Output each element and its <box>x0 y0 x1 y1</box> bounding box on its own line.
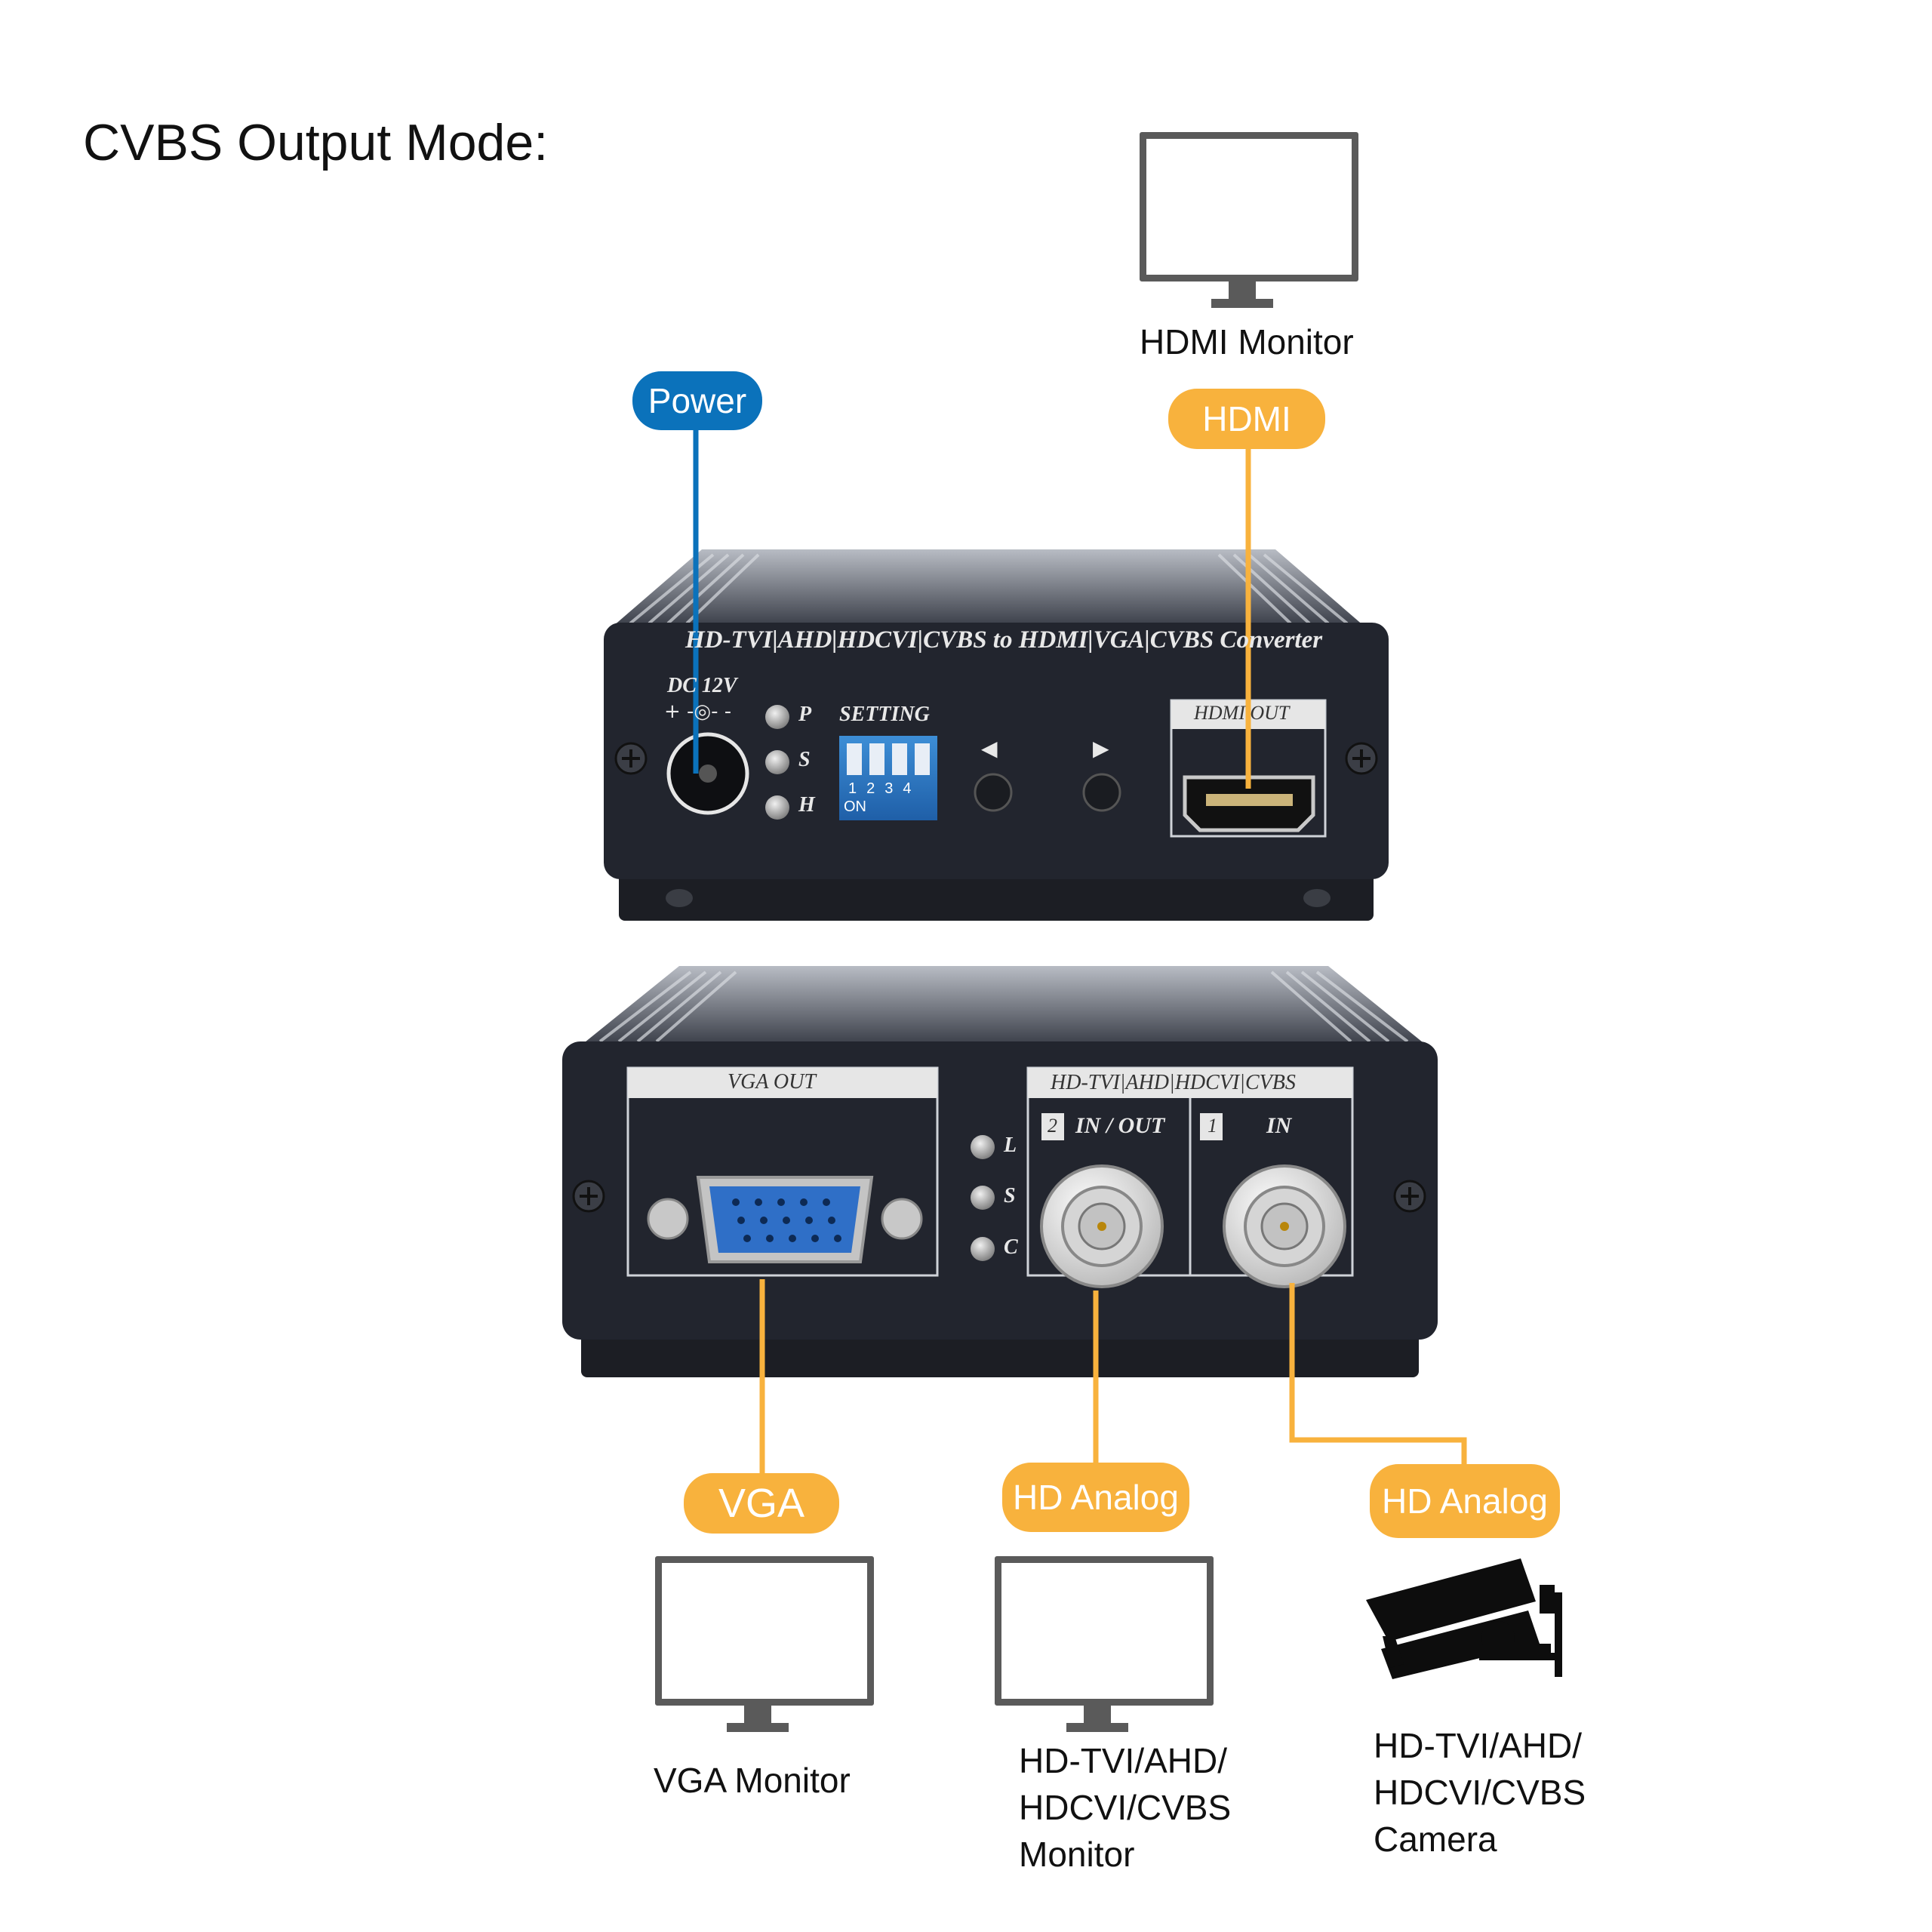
front-unit <box>604 549 1389 921</box>
dip-number-4: 4 <box>903 780 912 797</box>
camera-icon <box>1366 1558 1562 1679</box>
led-h-label: H <box>798 793 815 817</box>
led-l-label: L <box>1004 1134 1017 1157</box>
front-panel-header: HD-TVI|AHD|HDCVI|CVBS to HDMI|VGA|CVBS C… <box>685 626 1323 654</box>
analog-monitor-label-line3: Monitor <box>1019 1835 1135 1874</box>
polarity-label: + -◎- - <box>664 700 732 723</box>
vga-monitor-label: VGA Monitor <box>654 1761 851 1800</box>
dip-number-1: 1 <box>848 780 857 797</box>
dip-2 <box>869 743 884 775</box>
analog-in-line <box>1289 1283 1467 1468</box>
led-p-label: P <box>798 703 812 726</box>
right-arrow-icon: ▶ <box>1093 737 1109 760</box>
page-title: CVBS Output Mode: <box>83 114 549 171</box>
dip-3 <box>892 743 907 775</box>
analog-monitor-label: HD-TVI/AHD/ HDCVI/CVBS Monitor <box>1019 1737 1231 1878</box>
port2-number: 2 <box>1048 1115 1057 1137</box>
left-button <box>974 773 1013 812</box>
hd-analog-in-callout: HD Analog <box>1370 1464 1560 1538</box>
right-button <box>1082 773 1121 812</box>
port1-label: IN <box>1266 1113 1292 1138</box>
rear-flange <box>581 1332 1419 1377</box>
dip-on-label: ON <box>844 798 866 815</box>
dc-label: DC 12V <box>667 674 737 697</box>
camera-label-line1: HD-TVI/AHD/ <box>1374 1726 1582 1765</box>
left-arrow-icon: ◀ <box>981 737 998 760</box>
dip-4 <box>915 743 930 775</box>
analog-monitor-label-line1: HD-TVI/AHD/ <box>1019 1741 1227 1780</box>
vga-callout: VGA <box>684 1473 839 1534</box>
connector-lines <box>693 430 1467 1475</box>
rear-unit <box>562 966 1438 1377</box>
hdmi-monitor-label: HDMI Monitor <box>1140 322 1354 361</box>
front-flange <box>619 868 1374 921</box>
setting-label: SETTING <box>839 703 930 726</box>
led-s-label: S <box>798 748 811 771</box>
analog-monitor-label-line2: HDCVI/CVBS <box>1019 1788 1232 1827</box>
led-c <box>971 1237 995 1261</box>
led-s-rear <box>971 1186 995 1210</box>
bnc-header: HD-TVI|AHD|HDCVI|CVBS <box>1051 1071 1296 1094</box>
dip-1 <box>847 743 862 775</box>
led-l <box>971 1135 995 1159</box>
camera-label: HD-TVI/AHD/ HDCVI/CVBS Camera <box>1374 1722 1586 1863</box>
hdmi-out-label: HDMI OUT <box>1194 702 1290 724</box>
led-c-label: C <box>1004 1235 1018 1259</box>
port2-label: IN / OUT <box>1075 1113 1165 1138</box>
lid-ribs <box>629 553 1349 625</box>
hdmi-callout: HDMI <box>1168 389 1325 449</box>
led-s-rear-label: S <box>1004 1184 1016 1208</box>
front-unit-lid <box>613 549 1364 626</box>
vga-out-label: VGA OUT <box>728 1070 816 1094</box>
port1-number: 1 <box>1208 1115 1217 1137</box>
camera-label-line2: HDCVI/CVBS <box>1374 1773 1586 1812</box>
led-p <box>765 705 789 729</box>
camera-label-line3: Camera <box>1374 1820 1497 1859</box>
led-h <box>765 795 789 820</box>
dip-number-3: 3 <box>884 780 894 797</box>
hd-analog-out-callout: HD Analog <box>1002 1463 1189 1532</box>
dip-number-2: 2 <box>866 780 875 797</box>
power-callout: Power <box>632 371 762 430</box>
rear-unit-lid <box>581 966 1426 1045</box>
dip-numbers: 1 2 3 4 <box>848 780 912 798</box>
led-s <box>765 750 789 774</box>
